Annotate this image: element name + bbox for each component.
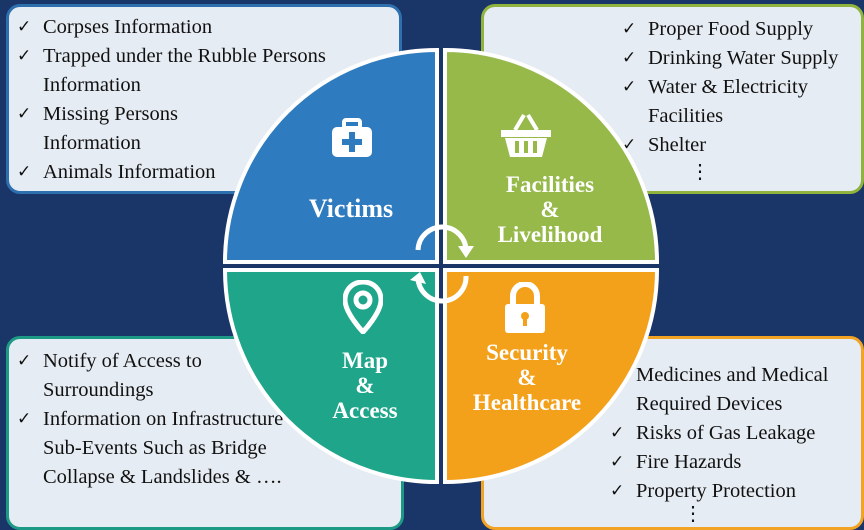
list-item: Animals Information [17,158,399,187]
more-indicator: ⋮ [690,161,710,183]
list-item: Water & Electricity Facilities [622,73,848,131]
facilities-quadrant [443,47,660,264]
first-aid-kit-icon [332,118,372,157]
arrow-head-icon [458,246,474,258]
map-list: Notify of Access to Surroundings Informa… [17,347,401,492]
list-item: Drinking Water Supply [622,44,861,73]
victims-label: Victims [308,194,394,223]
shopping-basket-icon [501,113,551,157]
list-item: Missing Persons Information [17,100,243,158]
list-item: Medicines and Medical Required Devices [610,361,864,419]
facilities-list: Proper Food Supply Drinking Water Supply… [622,15,861,160]
list-item: Risks of Gas Leakage [610,419,861,448]
list-item: Trapped under the Rubble Persons Informa… [17,42,343,100]
security-list: Medicines and Medical Required Devices R… [610,361,861,506]
facilities-label: Facilities & Livelihood [497,172,603,247]
location-pin-icon [343,280,383,334]
more-indicator: ⋮ [683,503,703,525]
cycle-arrows-icon [415,224,469,304]
security-quadrant [443,268,660,485]
list-item: Fire Hazards [610,448,861,477]
map-quadrant [222,268,439,485]
list-item: Notify of Access to Surroundings [17,347,253,405]
list-item: Corpses Information [17,13,399,42]
map-label: Map & Access [332,348,398,423]
victims-list: Corpses Information Trapped under the Ru… [17,13,399,187]
list-item: Property Protection [610,477,861,506]
arrow-head-icon [410,272,426,284]
security-label: Security & Healthcare [472,340,582,415]
padlock-icon [505,282,545,333]
victims-quadrant [222,47,439,264]
list-item: Information on Infrastructure Sub-Events… [17,405,313,492]
list-item: Proper Food Supply [622,15,861,44]
